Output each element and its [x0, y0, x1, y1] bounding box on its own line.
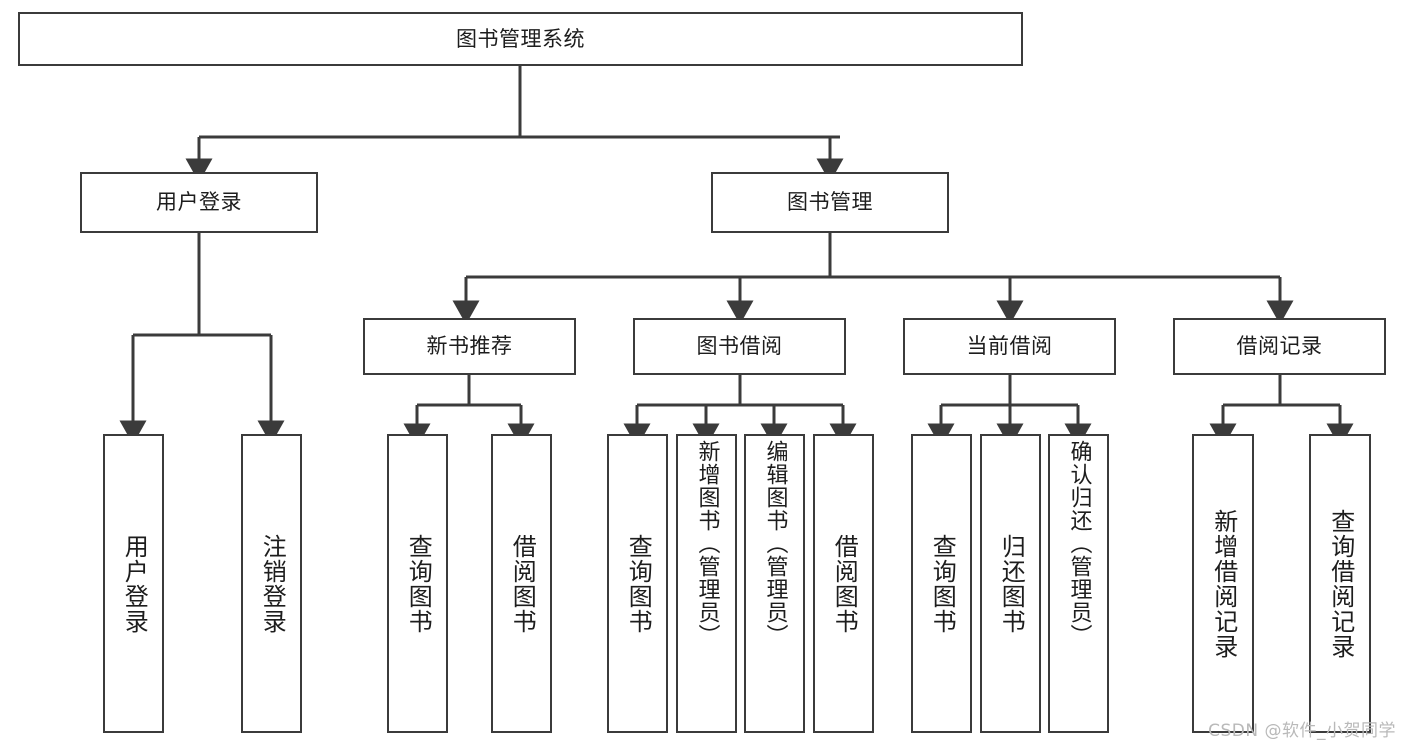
- node-leaf-edit-book-label: 编辑图书（管理员）: [762, 440, 788, 647]
- node-leaf-logout-login[interactable]: 注销登录: [241, 434, 302, 733]
- node-current-borrow[interactable]: 当前借阅: [903, 318, 1116, 375]
- node-leaf-return-book-label: 归还图书: [997, 533, 1026, 634]
- node-leaf-add-book[interactable]: 新增图书（管理员）: [676, 434, 737, 733]
- node-leaf-query-book-1[interactable]: 查询图书: [387, 434, 448, 733]
- node-leaf-user-login-label: 用户登录: [120, 533, 149, 634]
- node-leaf-confirm-return-label: 确认归还（管理员）: [1066, 440, 1092, 647]
- node-user-login[interactable]: 用户登录: [80, 172, 318, 233]
- node-leaf-borrow-book-1-label: 借阅图书: [508, 533, 537, 634]
- node-leaf-confirm-return[interactable]: 确认归还（管理员）: [1048, 434, 1109, 733]
- node-leaf-borrow-book-2-label: 借阅图书: [830, 533, 859, 634]
- node-leaf-query-book-2[interactable]: 查询图书: [607, 434, 668, 733]
- node-user-login-label: 用户登录: [156, 190, 242, 214]
- node-leaf-edit-book[interactable]: 编辑图书（管理员）: [744, 434, 805, 733]
- csdn-watermark: CSDN @软件_小贺同学: [1208, 721, 1396, 741]
- node-leaf-query-book-2-label: 查询图书: [624, 533, 653, 634]
- node-leaf-query-book-1-label: 查询图书: [404, 533, 433, 634]
- node-leaf-add-record[interactable]: 新增借阅记录: [1192, 434, 1254, 733]
- node-leaf-user-login[interactable]: 用户登录: [103, 434, 164, 733]
- node-leaf-query-book-3[interactable]: 查询图书: [911, 434, 972, 733]
- node-leaf-logout-login-label: 注销登录: [258, 533, 287, 634]
- node-book-manage-label: 图书管理: [787, 190, 873, 214]
- node-leaf-add-record-label: 新增借阅记录: [1209, 508, 1238, 659]
- node-leaf-return-book[interactable]: 归还图书: [980, 434, 1041, 733]
- node-leaf-borrow-book-2[interactable]: 借阅图书: [813, 434, 874, 733]
- node-book-borrow-label: 图书借阅: [696, 334, 783, 358]
- node-leaf-query-record-label: 查询借阅记录: [1326, 508, 1355, 659]
- node-current-borrow-label: 当前借阅: [966, 334, 1053, 358]
- node-leaf-add-book-label: 新增图书（管理员）: [694, 440, 720, 647]
- node-leaf-query-book-3-label: 查询图书: [928, 533, 957, 634]
- node-book-manage[interactable]: 图书管理: [711, 172, 949, 233]
- node-leaf-query-record[interactable]: 查询借阅记录: [1309, 434, 1371, 733]
- node-borrow-record-label: 借阅记录: [1236, 334, 1323, 358]
- node-root-label: 图书管理系统: [456, 26, 585, 51]
- node-leaf-borrow-book-1[interactable]: 借阅图书: [491, 434, 552, 733]
- node-root[interactable]: 图书管理系统: [18, 12, 1023, 66]
- node-new-book-recommend[interactable]: 新书推荐: [363, 318, 576, 375]
- node-borrow-record[interactable]: 借阅记录: [1173, 318, 1386, 375]
- node-book-borrow[interactable]: 图书借阅: [633, 318, 846, 375]
- node-new-book-recommend-label: 新书推荐: [426, 334, 513, 358]
